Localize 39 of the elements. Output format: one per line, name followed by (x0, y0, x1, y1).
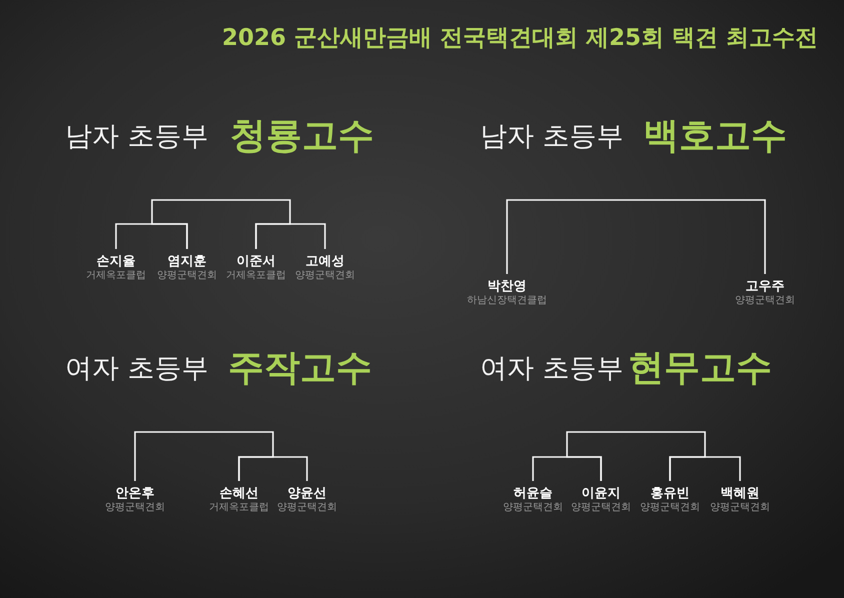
club-name: 양평군택견회 (277, 502, 337, 514)
club-name: 양평군택견회 (503, 502, 563, 514)
club-name: 양평군택견회 (571, 502, 631, 514)
division-label: 남자 초등부 (65, 120, 209, 154)
player-name: 고예성 (306, 254, 344, 270)
player-name: 염지훈 (168, 254, 206, 270)
club-name: 하남신장택견클럽 (467, 295, 547, 307)
player-name: 안온후 (116, 486, 154, 502)
club-name: 양평군택견회 (710, 502, 770, 514)
player-name: 손지율 (96, 254, 136, 270)
club-name: 거제옥포클럽 (86, 270, 146, 282)
player-name: 허윤슬 (514, 486, 552, 502)
rank-title: 백호고수 (643, 114, 787, 158)
title: 2026 군산새만금배 전국택견대회 제25회 택견 최고수전 (222, 25, 818, 53)
club-name: 거제옥포클럽 (209, 502, 269, 514)
rank-title: 청룡고수 (230, 114, 374, 158)
player-name: 양윤선 (288, 486, 326, 502)
bracket-line (506, 199, 766, 274)
club-name: 양평군택견회 (735, 295, 795, 307)
bracket-line (151, 199, 291, 249)
club-name: 양평군택견회 (157, 270, 217, 282)
bracket-line (566, 431, 706, 481)
rank-title: 주작고수 (228, 346, 372, 390)
club-name: 거제옥포클럽 (226, 270, 286, 282)
player-name: 백혜원 (720, 486, 760, 502)
player-name: 홍유빈 (650, 486, 690, 502)
player-name: 손혜선 (220, 486, 258, 502)
player-name: 고우주 (746, 279, 784, 295)
division-label: 남자 초등부 (480, 120, 624, 154)
rank-title: 현무고수 (628, 346, 772, 390)
player-name: 이준서 (236, 254, 276, 270)
player-name: 이윤지 (582, 486, 620, 502)
division-label: 여자 초등부 (65, 352, 209, 386)
club-name: 양평군택견회 (640, 502, 700, 514)
club-name: 양평군택견회 (105, 502, 165, 514)
division-label: 여자 초등부 (480, 352, 624, 386)
bracket-line (134, 431, 274, 481)
player-name: 박찬영 (488, 279, 526, 295)
club-name: 양평군택견회 (295, 270, 355, 282)
